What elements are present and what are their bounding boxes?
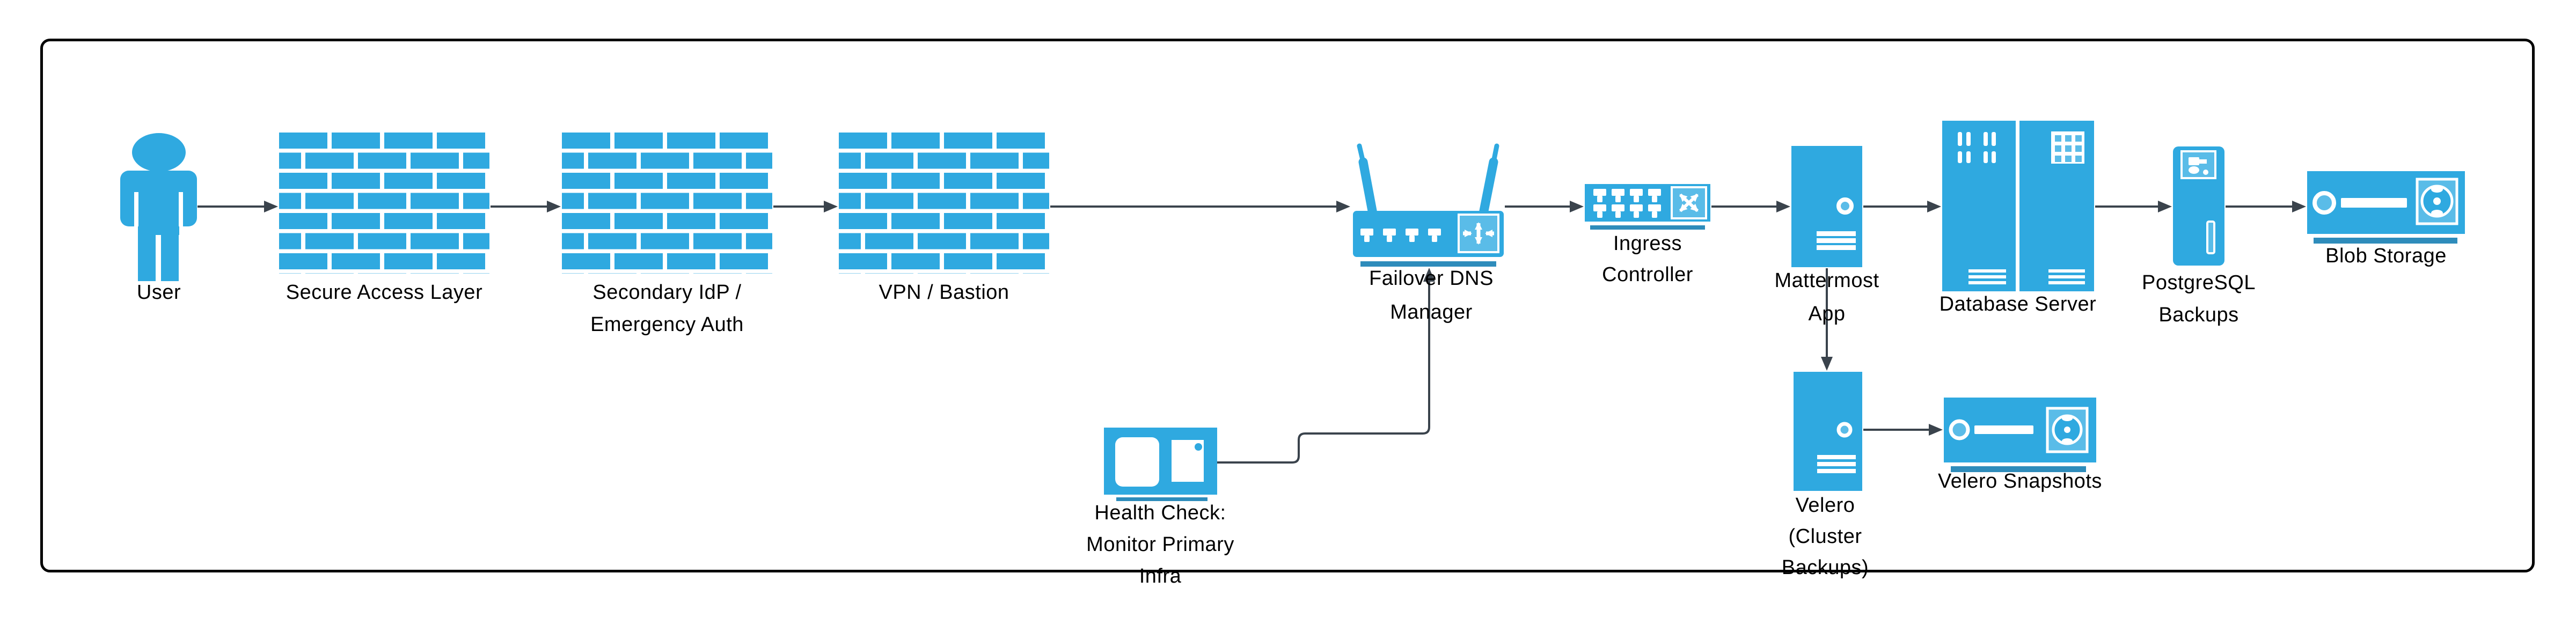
node-label-velero-snapshots: Velero Snapshots [1938, 470, 2102, 493]
node-label-ingress-1: Ingress [1613, 232, 1682, 255]
server-rack-icon [1942, 121, 2094, 291]
node-label-secondary-idp-2: Emergency Auth [590, 313, 744, 336]
node-label-pg-backups-1: PostgreSQL [2142, 271, 2256, 295]
node-label-blob-storage: Blob Storage [2325, 245, 2447, 268]
node-label-velero-3: Backups) [1781, 556, 1869, 579]
node-label-velero-1: Velero [1795, 494, 1855, 517]
routing-symbol-icon [1458, 214, 1499, 253]
node-label-database: Database Server [1939, 293, 2097, 316]
backup-server-icon [2173, 146, 2224, 266]
connector-health-check-failover-dns [1217, 268, 1435, 464]
firewall-icon-secondary-idp [562, 133, 772, 274]
node-label-ingress-2: Controller [1602, 263, 1693, 286]
node-label-mattermost-1: Mattermost [1774, 269, 1879, 292]
disk-storage-icon-blob [2307, 171, 2465, 244]
node-label-health-check-2: Monitor Primary [1086, 533, 1234, 556]
node-label-health-check-1: Health Check: [1094, 502, 1226, 525]
connectors [197, 201, 2306, 464]
node-label-mattermost-2: App [1808, 303, 1846, 326]
switching-symbol-icon [1671, 186, 1707, 219]
node-label-failover-dns-1: Failover DNS [1369, 267, 1494, 290]
firewall-icon-vpn-bastion [839, 133, 1049, 274]
user-icon [120, 133, 197, 281]
node-label-secure-access: Secure Access Layer [286, 281, 483, 304]
node-label-secondary-idp-1: Secondary IdP / [592, 281, 742, 304]
disk-storage-icon-velero-snapshots [1944, 398, 2096, 472]
node-label-health-check-3: Infra [1139, 565, 1182, 588]
node-label-user: User [136, 281, 181, 304]
monitor-icon [1104, 428, 1217, 501]
node-label-failover-dns-2: Manager [1390, 301, 1473, 324]
node-label-vpn-bastion: VPN / Bastion [879, 281, 1009, 304]
wireless-router-icon [1353, 143, 1504, 267]
server-tower-icon-mattermost [1791, 146, 1862, 267]
network-switch-icon [1585, 184, 1710, 230]
firewall-icon-secure-access [279, 133, 489, 274]
node-label-velero-2: (Cluster [1788, 525, 1862, 548]
server-tower-icon-velero [1794, 372, 1862, 491]
node-label-pg-backups-2: Backups [2158, 304, 2239, 327]
